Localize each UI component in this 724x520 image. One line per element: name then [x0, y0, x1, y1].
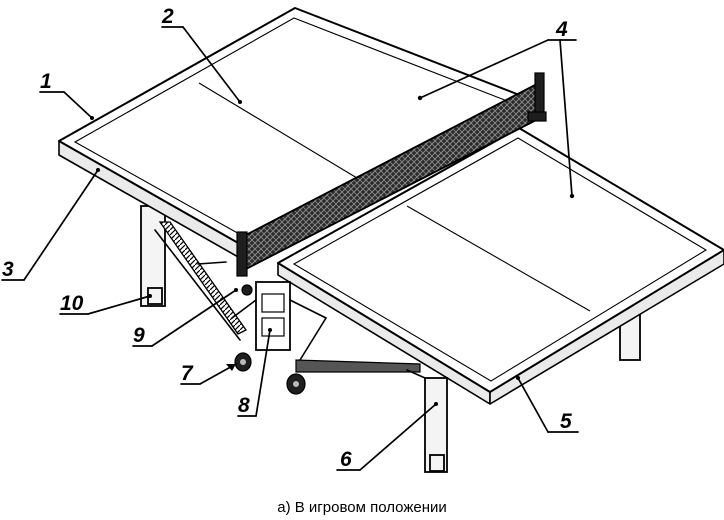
right-table-half — [277, 127, 724, 405]
leader-lines — [1, 26, 579, 471]
central-frame — [231, 281, 327, 361]
figure-caption: а) В игровом положении — [277, 499, 446, 516]
left-table-half — [58, 7, 541, 263]
label-5: 5 — [560, 410, 572, 433]
net-post-right — [527, 72, 547, 122]
left-support-strut — [154, 221, 247, 341]
label-7: 7 — [181, 362, 194, 385]
label-6: 6 — [340, 448, 352, 471]
wheel-right — [286, 373, 306, 395]
label-2: 2 — [161, 5, 174, 28]
net-post-left — [236, 231, 253, 296]
wheel-left — [234, 352, 252, 372]
label-8: 8 — [238, 394, 250, 417]
label-9: 9 — [133, 324, 145, 347]
label-1: 1 — [40, 70, 52, 93]
back-left-leg — [140, 205, 166, 307]
label-4: 4 — [555, 18, 568, 41]
label-3: 3 — [2, 258, 14, 281]
bottom-strut — [295, 359, 421, 373]
front-right-leg — [406, 369, 448, 473]
label-10: 10 — [60, 292, 84, 315]
